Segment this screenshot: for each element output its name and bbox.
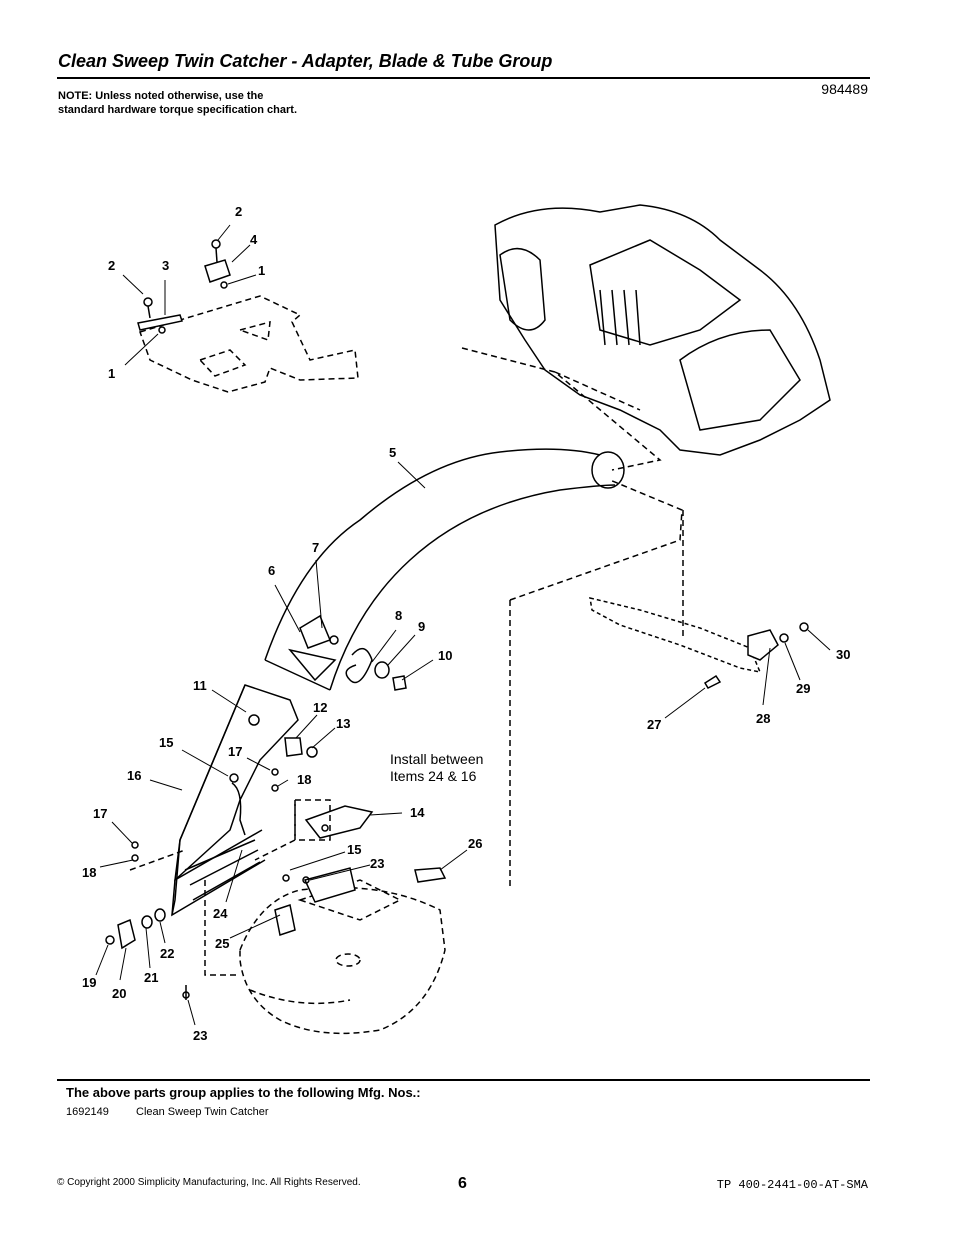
callout-label: 23 <box>370 856 384 871</box>
callout-label: 13 <box>336 716 350 731</box>
callout-labels: 2 4 2 3 1 1 5 7 6 8 9 10 11 12 13 15 17 … <box>82 204 850 1043</box>
callout-label: 26 <box>468 836 482 851</box>
callout-label: 27 <box>647 717 661 732</box>
callout-label: 18 <box>82 865 96 880</box>
applies-heading: The above parts group applies to the fol… <box>66 1085 421 1100</box>
callout-label: 14 <box>410 805 425 820</box>
dashed-guide-lines <box>129 479 684 976</box>
callout-label: 17 <box>93 806 107 821</box>
callout-leaders <box>95 224 831 1026</box>
wingnut-hardware <box>105 841 166 950</box>
blade-mount-hardware <box>182 867 447 1000</box>
rod-assembly <box>589 597 809 689</box>
tube-hardware <box>329 635 407 691</box>
install-note-line2: Items 24 & 16 <box>390 768 477 784</box>
callout-label: 5 <box>389 445 396 460</box>
mfg-row: 1692149 Clean Sweep Twin Catcher <box>66 1106 268 1118</box>
callout-label: 25 <box>215 936 229 951</box>
document-number: 984489 <box>821 81 868 97</box>
callout-label: 10 <box>438 648 452 663</box>
mfg-number: 1692149 <box>66 1106 109 1118</box>
callout-label: 9 <box>418 619 425 634</box>
callout-label: 2 <box>108 258 115 273</box>
callout-label: 18 <box>297 772 311 787</box>
callout-label: 7 <box>312 540 319 555</box>
callout-label: 1 <box>258 263 265 278</box>
bracket-14 <box>304 805 374 839</box>
callout-label: 15 <box>347 842 361 857</box>
blade-plate <box>239 879 446 1035</box>
callout-label: 12 <box>313 700 327 715</box>
callout-label: 1 <box>108 366 115 381</box>
callout-label: 3 <box>162 258 169 273</box>
callout-label: 4 <box>250 232 258 247</box>
mfg-description: Clean Sweep Twin Catcher <box>136 1106 269 1118</box>
adapter-bracket-left <box>137 297 183 334</box>
callout-label: 21 <box>144 970 158 985</box>
tp-number: TP 400-2441-00-AT-SMA <box>716 1178 868 1192</box>
page-title: Clean Sweep Twin Catcher - Adapter, Blad… <box>58 51 553 71</box>
callout-label: 19 <box>82 975 96 990</box>
callout-label: 11 <box>193 678 207 693</box>
callout-label: 6 <box>268 563 275 578</box>
callout-label: 20 <box>112 986 126 1001</box>
callout-label: 16 <box>127 768 141 783</box>
adapter-bracket-right <box>204 239 231 289</box>
callout-label: 28 <box>756 711 770 726</box>
callout-label: 30 <box>836 647 850 662</box>
mower-housing <box>461 204 831 471</box>
callout-label: 15 <box>159 735 173 750</box>
callout-label: 22 <box>160 946 174 961</box>
install-note-line1: Install between <box>390 751 483 767</box>
footer-rule <box>57 1079 870 1081</box>
discharge-tube <box>264 448 625 691</box>
callout-label: 8 <box>395 608 402 623</box>
header-rule <box>57 77 870 79</box>
callout-label: 2 <box>235 204 242 219</box>
copyright: © Copyright 2000 Simplicity Manufacturin… <box>57 1177 361 1188</box>
callout-label: 23 <box>193 1028 207 1043</box>
callout-label: 17 <box>228 744 242 759</box>
page-number: 6 <box>458 1175 467 1192</box>
torque-note: NOTE: Unless noted otherwise, use the st… <box>58 90 298 116</box>
blade-housing <box>171 684 318 917</box>
callout-label: 24 <box>213 906 228 921</box>
adapter-plate <box>139 295 359 393</box>
callout-label: 29 <box>796 681 810 696</box>
